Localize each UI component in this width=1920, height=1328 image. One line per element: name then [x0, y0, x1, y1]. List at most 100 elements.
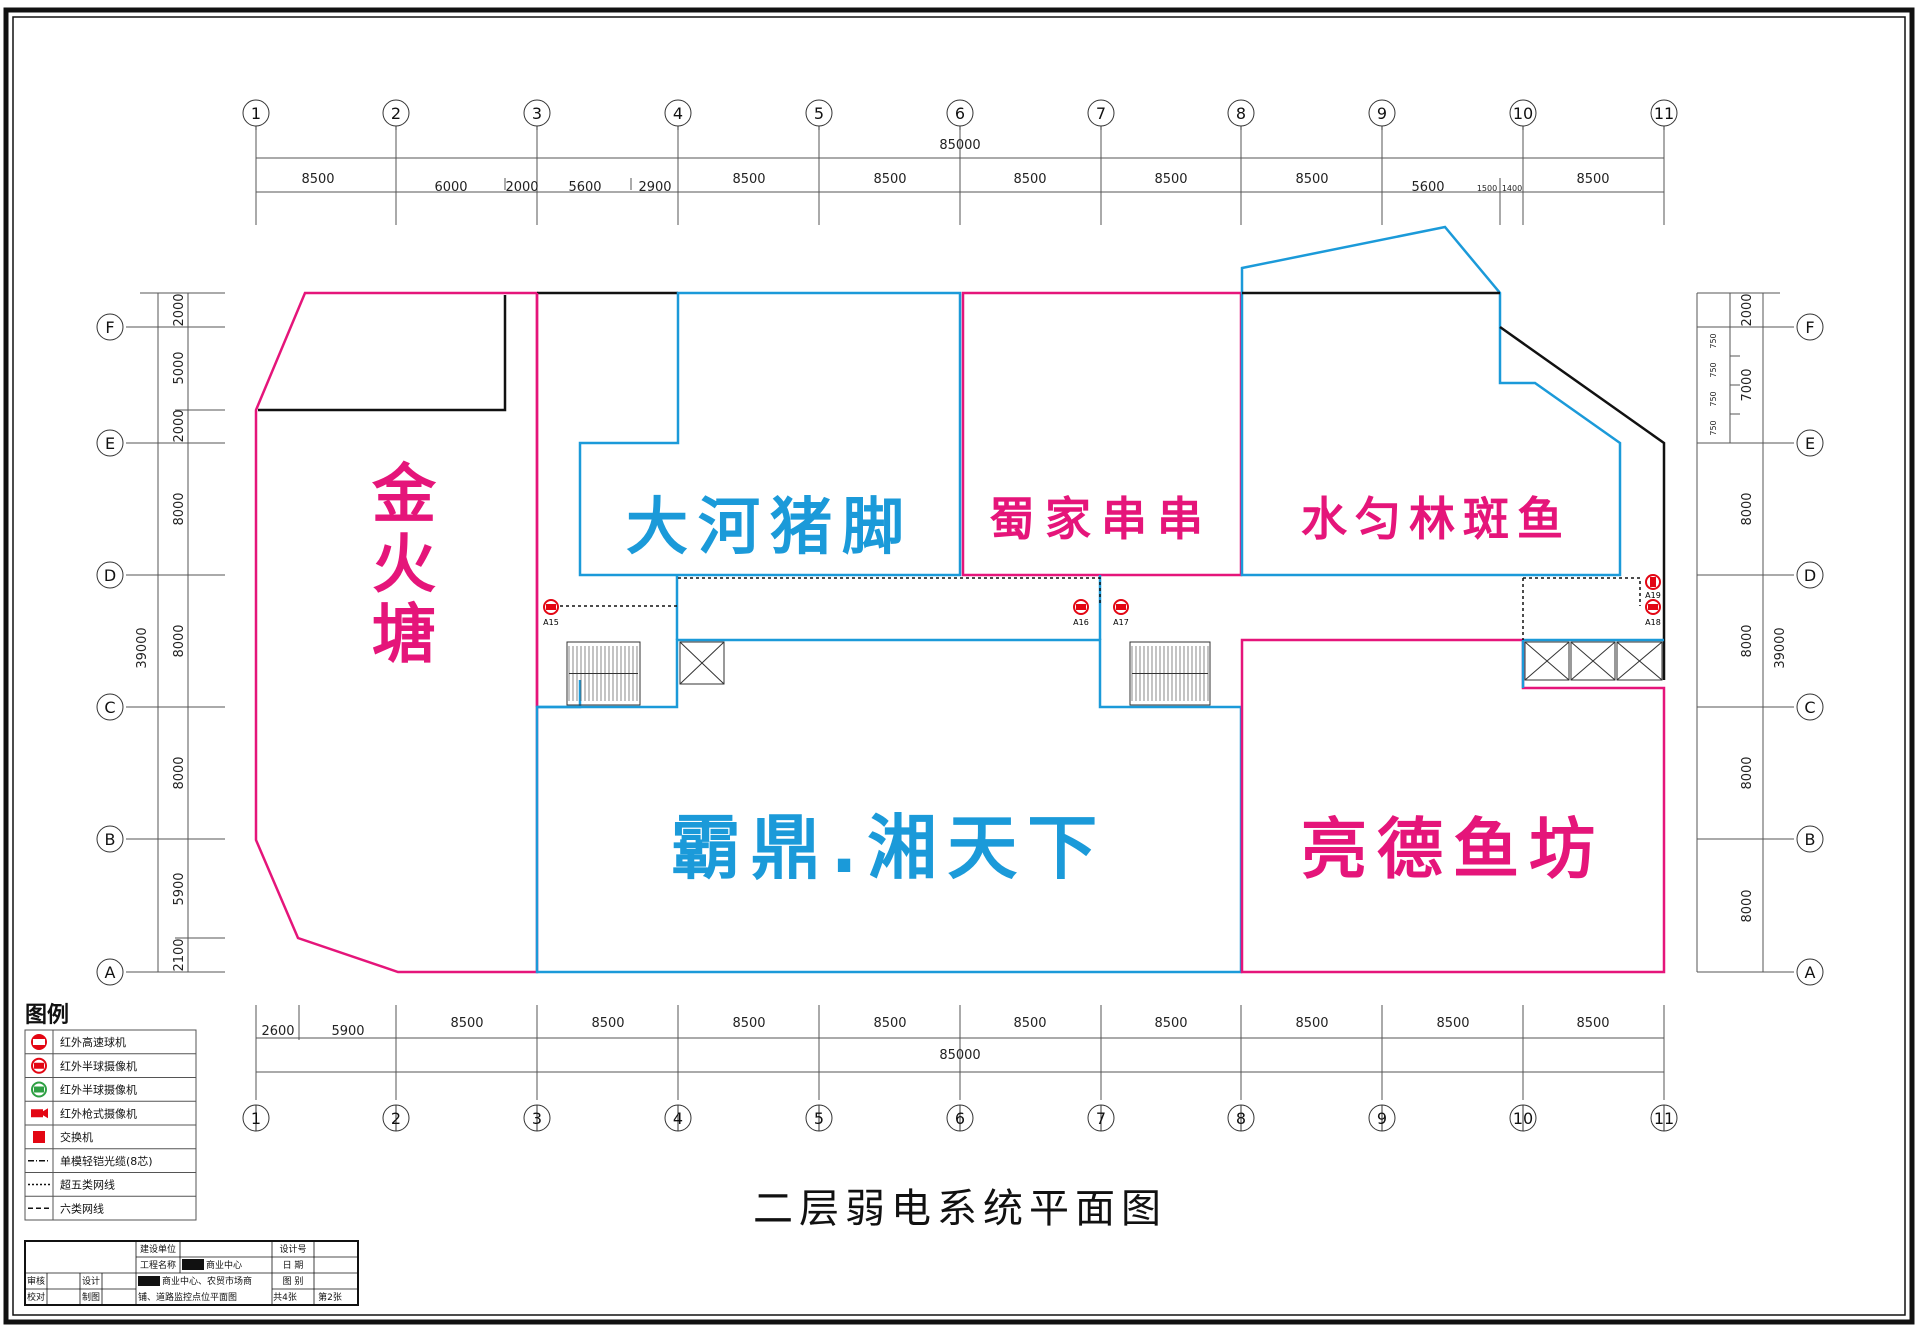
tb-drawing-line2: 铺、道路监控点位平面图	[138, 1291, 237, 1303]
elevator-right-2	[1570, 641, 1616, 681]
dim-right: 750	[1709, 362, 1718, 377]
column-axis-label: 7	[1096, 1109, 1106, 1128]
row-axis-label: D	[104, 566, 116, 585]
row-axis-bubble: D	[1796, 561, 1824, 589]
row-axis-label: E	[1805, 434, 1815, 453]
legend-row: 超五类网线	[25, 1172, 196, 1192]
elevator-right-1	[1524, 641, 1570, 681]
dimension-labels: 85000 8500 6000 2000 5600 2900 8500 8500…	[135, 138, 1788, 1063]
row-axis-bubble: B	[96, 825, 124, 853]
column-axis-label: 5	[814, 104, 824, 123]
dim-bottom: 8500	[1576, 1016, 1609, 1031]
dim-left: 8000	[172, 492, 187, 525]
row-axis-bubble: F	[96, 313, 124, 341]
legend-row: 红外枪式摄像机	[25, 1100, 196, 1120]
legend-label: 六类网线	[60, 1201, 104, 1215]
dim-left-total: 39000	[135, 627, 150, 668]
column-axis-label: 1	[251, 1109, 261, 1128]
dim-right: 8000	[1740, 889, 1755, 922]
elevator-right-3	[1616, 641, 1663, 681]
column-axis-label: 4	[673, 1109, 683, 1128]
dim-top: 2000	[505, 180, 538, 195]
row-axis-bubble: A	[96, 958, 124, 986]
column-axis-label: 7	[1096, 104, 1106, 123]
shop-name-dahe: 大河猪脚	[626, 490, 914, 563]
column-axis-label: 10	[1513, 104, 1533, 123]
dim-bottom: 2600	[261, 1024, 294, 1039]
dim-bottom: 8500	[591, 1016, 624, 1031]
dim-bottom: 8500	[450, 1016, 483, 1031]
dim-top: 8500	[301, 172, 334, 187]
dim-top: 8500	[732, 172, 765, 187]
row-axis-bubble: C	[96, 693, 124, 721]
network-cable-runs	[560, 577, 1641, 640]
column-axis-label: 6	[955, 1109, 965, 1128]
column-axis-bubble: 2	[382, 1104, 410, 1132]
shop-name-bading: 霸鼎.湘天下	[671, 807, 1108, 889]
row-axis-bubble: F	[1796, 313, 1824, 341]
dim-top: 8500	[1295, 172, 1328, 187]
row-axis-label: B	[105, 830, 116, 849]
tb-sheji: 设计	[82, 1275, 100, 1287]
column-axis-label: 1	[251, 104, 261, 123]
stairwell-right	[1129, 641, 1211, 706]
column-axis-bubble: 10	[1509, 1104, 1537, 1132]
column-axis-bubble: 3	[523, 1104, 551, 1132]
dim-bottom: 5900	[331, 1024, 364, 1039]
dim-right: 8000	[1740, 756, 1755, 789]
shop-outline-liangde	[1240, 638, 1666, 974]
column-axis-bubble: 4	[664, 99, 692, 130]
dim-top: 8500	[1154, 172, 1187, 187]
column-axis-label: 8	[1236, 1109, 1246, 1128]
tb-sheji-hao: 设计号	[279, 1243, 306, 1255]
row-axis-label: A	[105, 963, 116, 982]
tb-page: 第2张	[318, 1291, 342, 1303]
row-axis-label: F	[1805, 318, 1814, 337]
dim-right: 750	[1709, 420, 1718, 435]
row-axis-label: F	[105, 318, 114, 337]
dim-right: 2000	[1740, 293, 1755, 326]
dome-camera-a19-icon[interactable]	[1645, 574, 1661, 590]
dim-bottom: 8500	[873, 1016, 906, 1031]
row-axis-bubble: D	[96, 561, 124, 589]
column-axis-bubble: 6	[946, 1104, 974, 1132]
tb-total: 共4张	[273, 1292, 297, 1303]
row-axis-label: B	[1805, 830, 1816, 849]
wall-outline	[1499, 325, 1666, 680]
column-axis-bubble: 7	[1087, 99, 1115, 130]
dome-camera-a15-icon[interactable]	[543, 599, 559, 615]
dim-top: 6000	[434, 180, 467, 195]
column-axis-bubble: 8	[1227, 1104, 1255, 1132]
dome-camera-a17-icon[interactable]	[1113, 599, 1129, 615]
dim-left: 5000	[172, 351, 187, 384]
dim-right: 7000	[1740, 368, 1755, 401]
dim-bottom: 8500	[1154, 1016, 1187, 1031]
legend-label: 单模轻铠光缆(8芯)	[60, 1154, 153, 1168]
switch-icon	[33, 1131, 45, 1143]
redacted-block	[182, 1259, 204, 1270]
legend-label: 超五类网线	[60, 1178, 115, 1192]
wall-outline	[258, 295, 507, 412]
dim-left: 2100	[172, 938, 187, 971]
legend-label: 交换机	[60, 1130, 93, 1144]
dome-camera-a16-icon[interactable]	[1073, 599, 1089, 615]
tb-zhitu: 制图	[82, 1291, 100, 1303]
column-axis-label: 10	[1513, 1109, 1533, 1128]
dim-bottom: 8500	[1295, 1016, 1328, 1031]
legend-label: 红外半球摄像机	[60, 1059, 137, 1073]
column-axis-label: 9	[1377, 104, 1387, 123]
legend-label: 红外半球摄像机	[60, 1083, 137, 1097]
column-axis-bubble: 7	[1087, 1104, 1115, 1132]
legend-title: 图例	[25, 1003, 69, 1028]
column-axis-bubble: 11	[1650, 1104, 1678, 1132]
axis-grid	[126, 130, 1794, 1100]
shop-name-jin: 金火塘	[361, 460, 437, 670]
column-axis-label: 8	[1236, 104, 1246, 123]
column-axis-bubble: 6	[946, 99, 974, 130]
dome-camera-a18-icon[interactable]	[1645, 599, 1661, 615]
row-axis-label: E	[105, 434, 115, 453]
column-axis-bubble: 2	[382, 99, 410, 130]
camera-label: A19	[1645, 591, 1661, 600]
dim-left: 2000	[172, 409, 187, 442]
